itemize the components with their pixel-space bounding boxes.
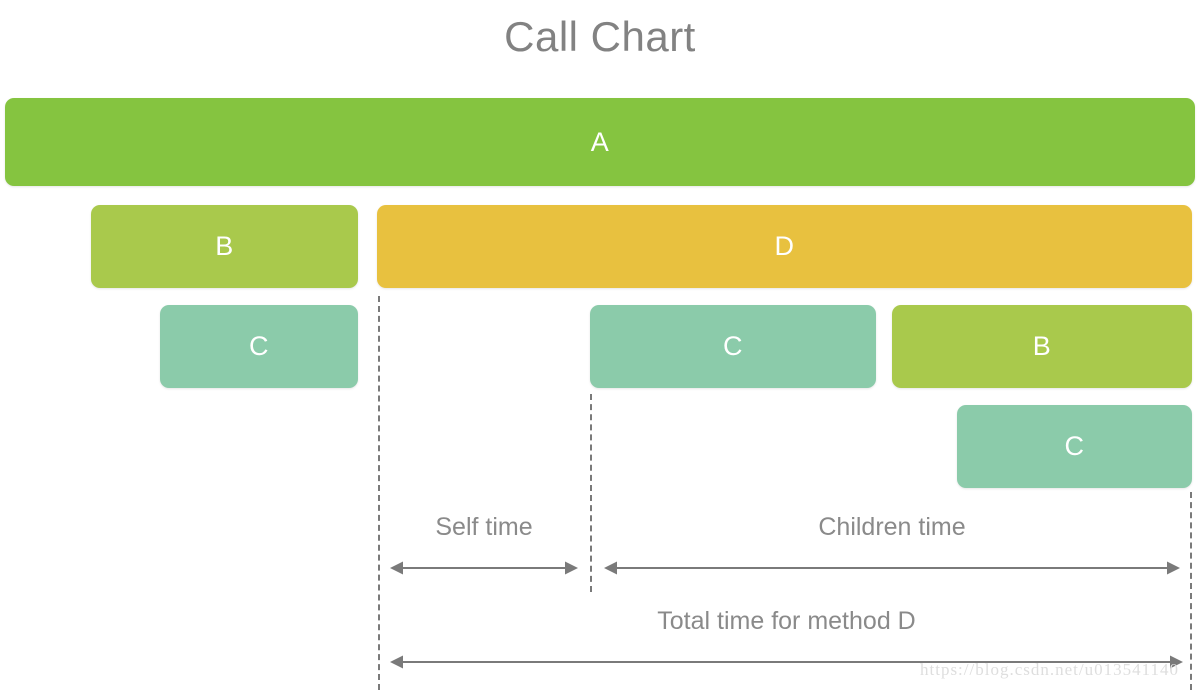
self-time-arrow bbox=[390, 558, 578, 578]
call-bar-d[interactable]: D bbox=[377, 205, 1192, 288]
call-bar-b[interactable]: B bbox=[91, 205, 358, 288]
call-bar-c[interactable]: C bbox=[160, 305, 358, 388]
call-bar-label: A bbox=[590, 126, 610, 157]
call-bar-label: B bbox=[1032, 331, 1052, 361]
call-bar-label: B bbox=[215, 231, 234, 261]
guide-self-children-split bbox=[590, 394, 592, 592]
call-bar-label: C bbox=[723, 331, 743, 361]
call-bar-label: C bbox=[249, 331, 269, 361]
call-bar-label: C bbox=[1064, 431, 1085, 461]
self-time-label: Self time bbox=[435, 513, 533, 541]
page-title: Call Chart bbox=[504, 13, 696, 60]
total-time-arrow bbox=[390, 652, 1183, 672]
guide-d-start bbox=[378, 296, 380, 690]
call-bar-b[interactable]: B bbox=[892, 305, 1192, 388]
call-bar-label: D bbox=[774, 231, 795, 261]
call-bar-a[interactable]: A bbox=[5, 98, 1195, 186]
children-time-label: Children time bbox=[818, 513, 966, 541]
call-bar-c[interactable]: C bbox=[590, 305, 876, 388]
total-time-label: Total time for method D bbox=[657, 607, 916, 635]
watermark: https://blog.csdn.net/u013541140 bbox=[920, 660, 1179, 679]
guide-d-end bbox=[1190, 492, 1192, 690]
call-bar-c[interactable]: C bbox=[957, 405, 1192, 488]
children-time-arrow bbox=[604, 558, 1180, 578]
